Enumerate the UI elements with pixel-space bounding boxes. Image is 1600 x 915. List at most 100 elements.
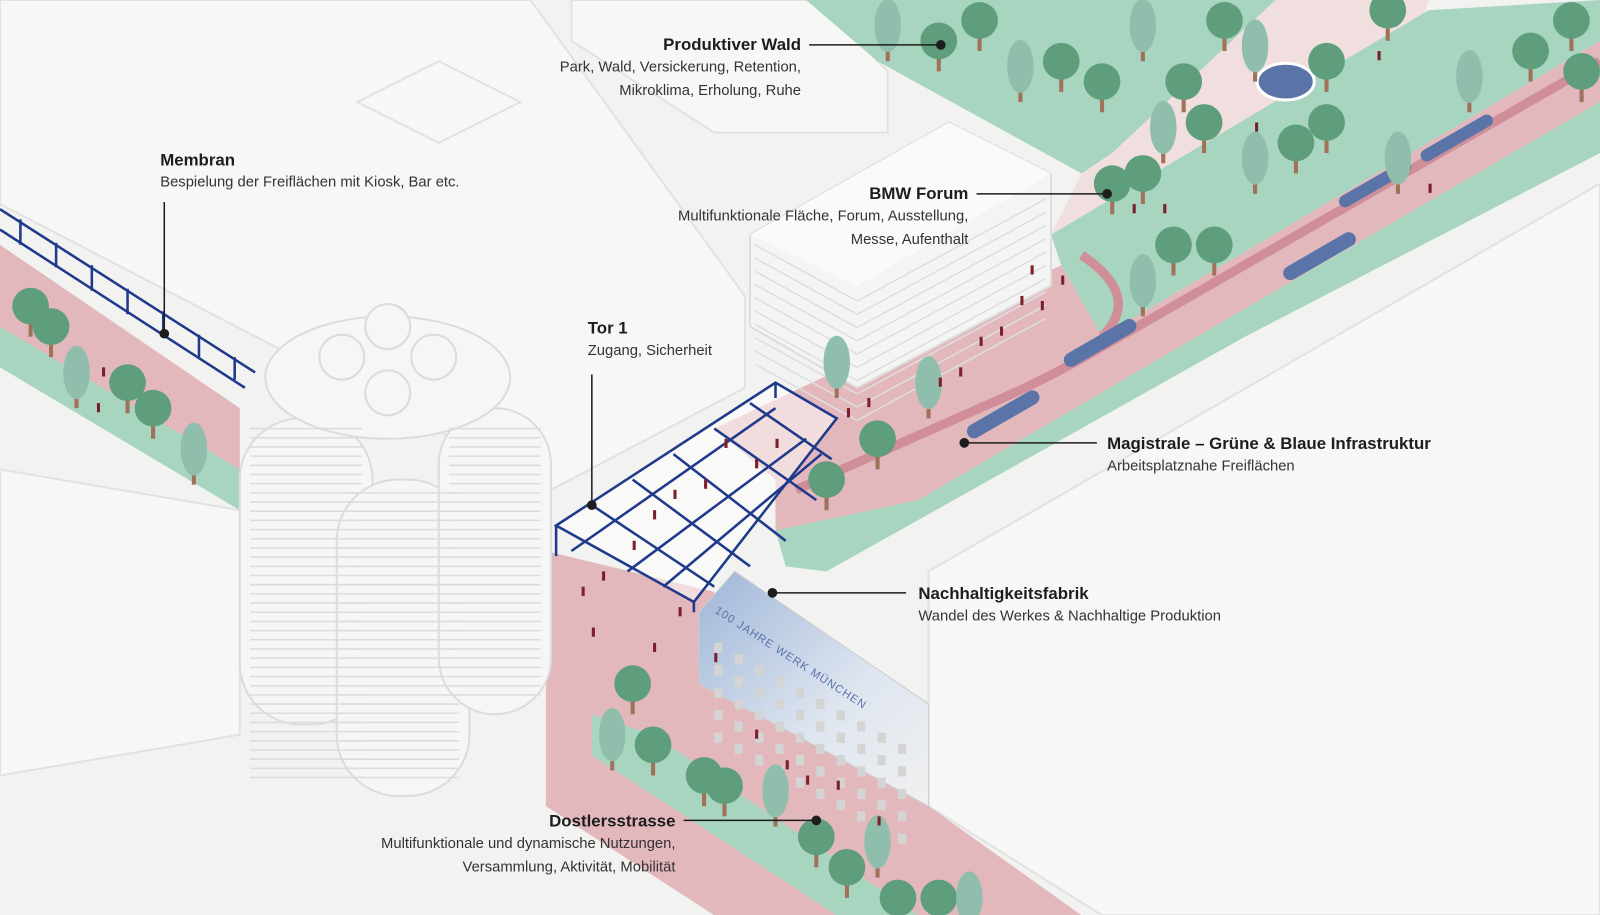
window [734,721,743,732]
tree [859,420,896,470]
facade-line [856,264,1047,369]
person [846,408,850,418]
tree [874,0,902,62]
person [1040,301,1044,311]
person [785,760,789,770]
window [714,732,723,743]
tree [1456,49,1483,113]
label-produktiver-wald: Produktiver Wald Park, Wald, Versickerun… [560,34,801,103]
magistrale-road [714,40,1600,531]
person [653,642,657,653]
tree [920,879,958,915]
window [714,665,723,676]
person [714,653,718,663]
window [816,743,825,755]
tree [1206,2,1243,52]
window [734,698,743,710]
tree [797,818,835,868]
label-magistrale: Magistrale – Grüne & Blaue Infrastruktur… [1107,433,1431,479]
window [897,811,907,822]
window [897,833,907,844]
person [775,438,779,448]
facade-line [856,317,1047,422]
facade-line [754,350,858,408]
window [857,721,866,732]
label-desc: Mikroklima, Erholung, Ruhe [619,82,802,99]
label-title: Dostlersstrasse [549,812,676,831]
tree [32,308,70,358]
window [734,743,743,755]
tree [706,767,743,817]
leader-lines [159,40,1112,826]
person [836,780,840,790]
person [1428,183,1432,193]
tor1-canopy [553,381,839,613]
person [1061,275,1065,285]
facade-line [856,224,1047,329]
tree [961,2,998,52]
window [755,687,764,698]
label-desc: Multifunktionale Fläche, Forum, Ausstell… [678,208,969,225]
facade-line [856,198,1047,302]
person [755,459,759,469]
window [775,676,784,687]
person [938,377,942,387]
tree [109,364,146,414]
window [877,755,886,766]
trees [12,0,1600,915]
bmw-tower [238,303,553,797]
facade-line [856,291,1047,395]
tree [1083,63,1121,113]
label-tor1: Tor 1 Zugang, Sicherheit [588,317,712,363]
magistrale-green-lower [775,102,1600,572]
tree [1553,2,1590,52]
person [673,489,677,499]
window [714,687,723,698]
tree [1512,32,1549,82]
label-desc: Multifunktionale und dynamische Nutzunge… [381,835,676,853]
window [857,788,866,799]
facade-line [856,304,1047,408]
person [581,586,585,596]
person [653,510,657,520]
people [96,51,1432,826]
person [602,571,606,581]
label-desc: Park, Wald, Versickerung, Retention, [559,59,802,76]
window [857,811,866,822]
label-title: Tor 1 [587,319,628,338]
window [897,766,907,777]
window [775,721,784,732]
window [714,642,723,654]
window [857,743,866,755]
tree [598,708,626,771]
person [867,397,871,408]
bmw-forum-building [748,121,1053,422]
window [795,710,805,721]
tree [634,726,672,776]
person [102,367,106,377]
nachhaltigkeitsfabrik-building: 100 JAHRE WERK MÜNCHEN [698,570,930,844]
tree [808,461,845,511]
facade-line [856,277,1047,382]
label-desc: Bespielung der Freiflächen mit Kiosk, Ba… [160,174,460,191]
person [959,367,963,377]
label-desc: Versammlung, Aktivität, Mobilität [462,859,676,876]
facade-line [754,270,858,329]
tree [956,871,983,915]
window [836,755,845,766]
window [795,777,805,788]
label-desc: Arbeitsplatznahe Freiflächen [1107,458,1295,475]
window [836,799,845,811]
label-title: Membran [160,151,236,170]
tree [879,879,917,915]
label-bmw-forum: BMW Forum Multifunktionale Fläche, Forum… [678,183,968,252]
label-dostlersstrasse: Dostlersstrasse Multifunktionale und dyn… [381,810,675,879]
left-street-green [0,326,240,511]
tree [1185,104,1223,154]
fountain [1255,61,1316,102]
label-desc: Wandel des Werkes & Nachhaltige Produkti… [918,608,1222,625]
tree [1129,254,1157,317]
window [755,755,764,766]
tower-facade [249,427,541,779]
window [897,743,907,755]
